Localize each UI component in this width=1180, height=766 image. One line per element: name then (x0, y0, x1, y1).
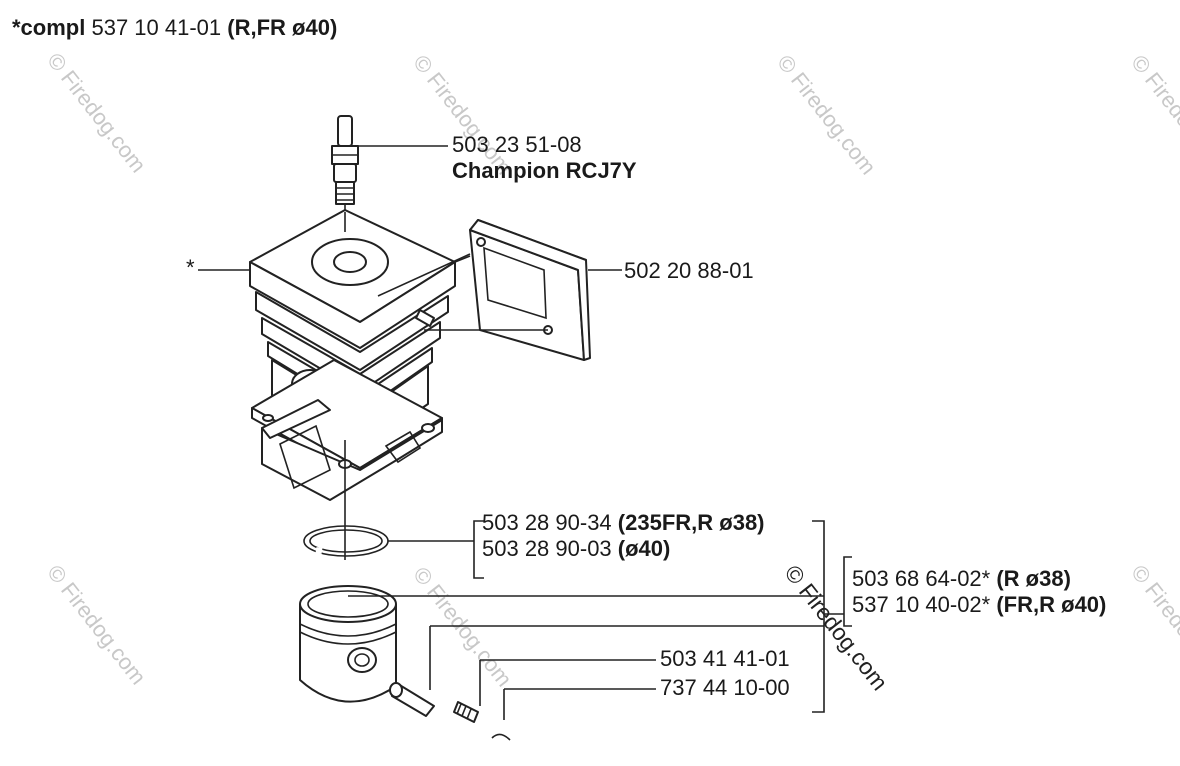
piston-kit-line-2: 537 10 40-02* (FR,R ø40) (852, 592, 1107, 617)
piston-ring-drawing (303, 525, 389, 557)
cylinder-mark: * (186, 255, 195, 280)
spark-plug-drawing (331, 115, 359, 212)
piston-kit-line-1: 503 68 64-02* (R ø38) (852, 566, 1071, 591)
ring-line-2: 503 28 90-03 (ø40) (482, 536, 671, 561)
piston-pin-drawing (389, 682, 435, 717)
gasket-number: 502 20 88-01 (624, 258, 754, 283)
cylinder-drawing (249, 209, 456, 501)
circlip-drawing (491, 733, 511, 741)
needle-bearing-drawing (453, 701, 479, 723)
ring-line-1: 503 28 90-34 (235FR,R ø38) (482, 510, 765, 535)
bearing-number: 737 44 10-00 (660, 675, 790, 700)
pin-number: 503 41 41-01 (660, 646, 790, 671)
assembly-title: *compl 537 10 41-01 (R,FR ø40) (12, 15, 338, 40)
gasket-drawing (469, 219, 591, 361)
spark-plug-name: Champion RCJ7Y (452, 158, 637, 183)
spark-plug-number: 503 23 51-08 (452, 132, 582, 157)
piston-drawing (299, 585, 397, 703)
